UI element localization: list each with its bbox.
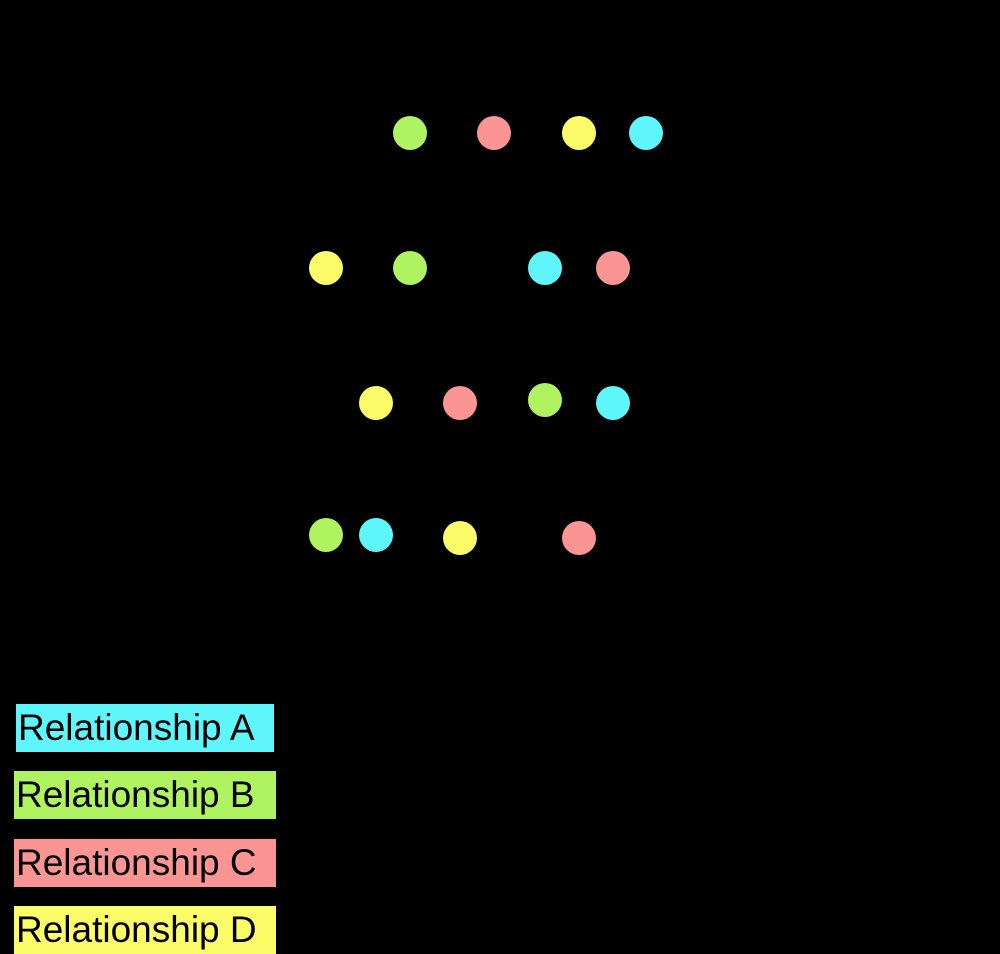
dot-row2-relationship-b (393, 251, 427, 285)
dot-row4-relationship-c (562, 521, 596, 555)
legend-relationship-a: Relationship A (16, 704, 274, 752)
dot-row3-relationship-a (596, 386, 630, 420)
dot-row1-relationship-a (629, 116, 663, 150)
dot-row4-relationship-a (359, 518, 393, 552)
legend-relationship-d: Relationship D (14, 906, 276, 954)
dot-row3-relationship-b (528, 383, 562, 417)
dot-row1-relationship-b (393, 116, 427, 150)
legend-relationship-c: Relationship C (14, 839, 276, 887)
dot-row3-relationship-d (359, 386, 393, 420)
legend-relationship-b: Relationship B (14, 771, 276, 819)
dot-row1-relationship-d (562, 116, 596, 150)
dot-row2-relationship-a (528, 251, 562, 285)
dot-row4-relationship-d (443, 521, 477, 555)
dot-row3-relationship-c (443, 386, 477, 420)
dot-row2-relationship-c (596, 251, 630, 285)
dot-rows (309, 116, 663, 555)
dot-row1-relationship-c (477, 116, 511, 150)
dot-row2-relationship-d (309, 251, 343, 285)
dot-row4-relationship-b (309, 518, 343, 552)
